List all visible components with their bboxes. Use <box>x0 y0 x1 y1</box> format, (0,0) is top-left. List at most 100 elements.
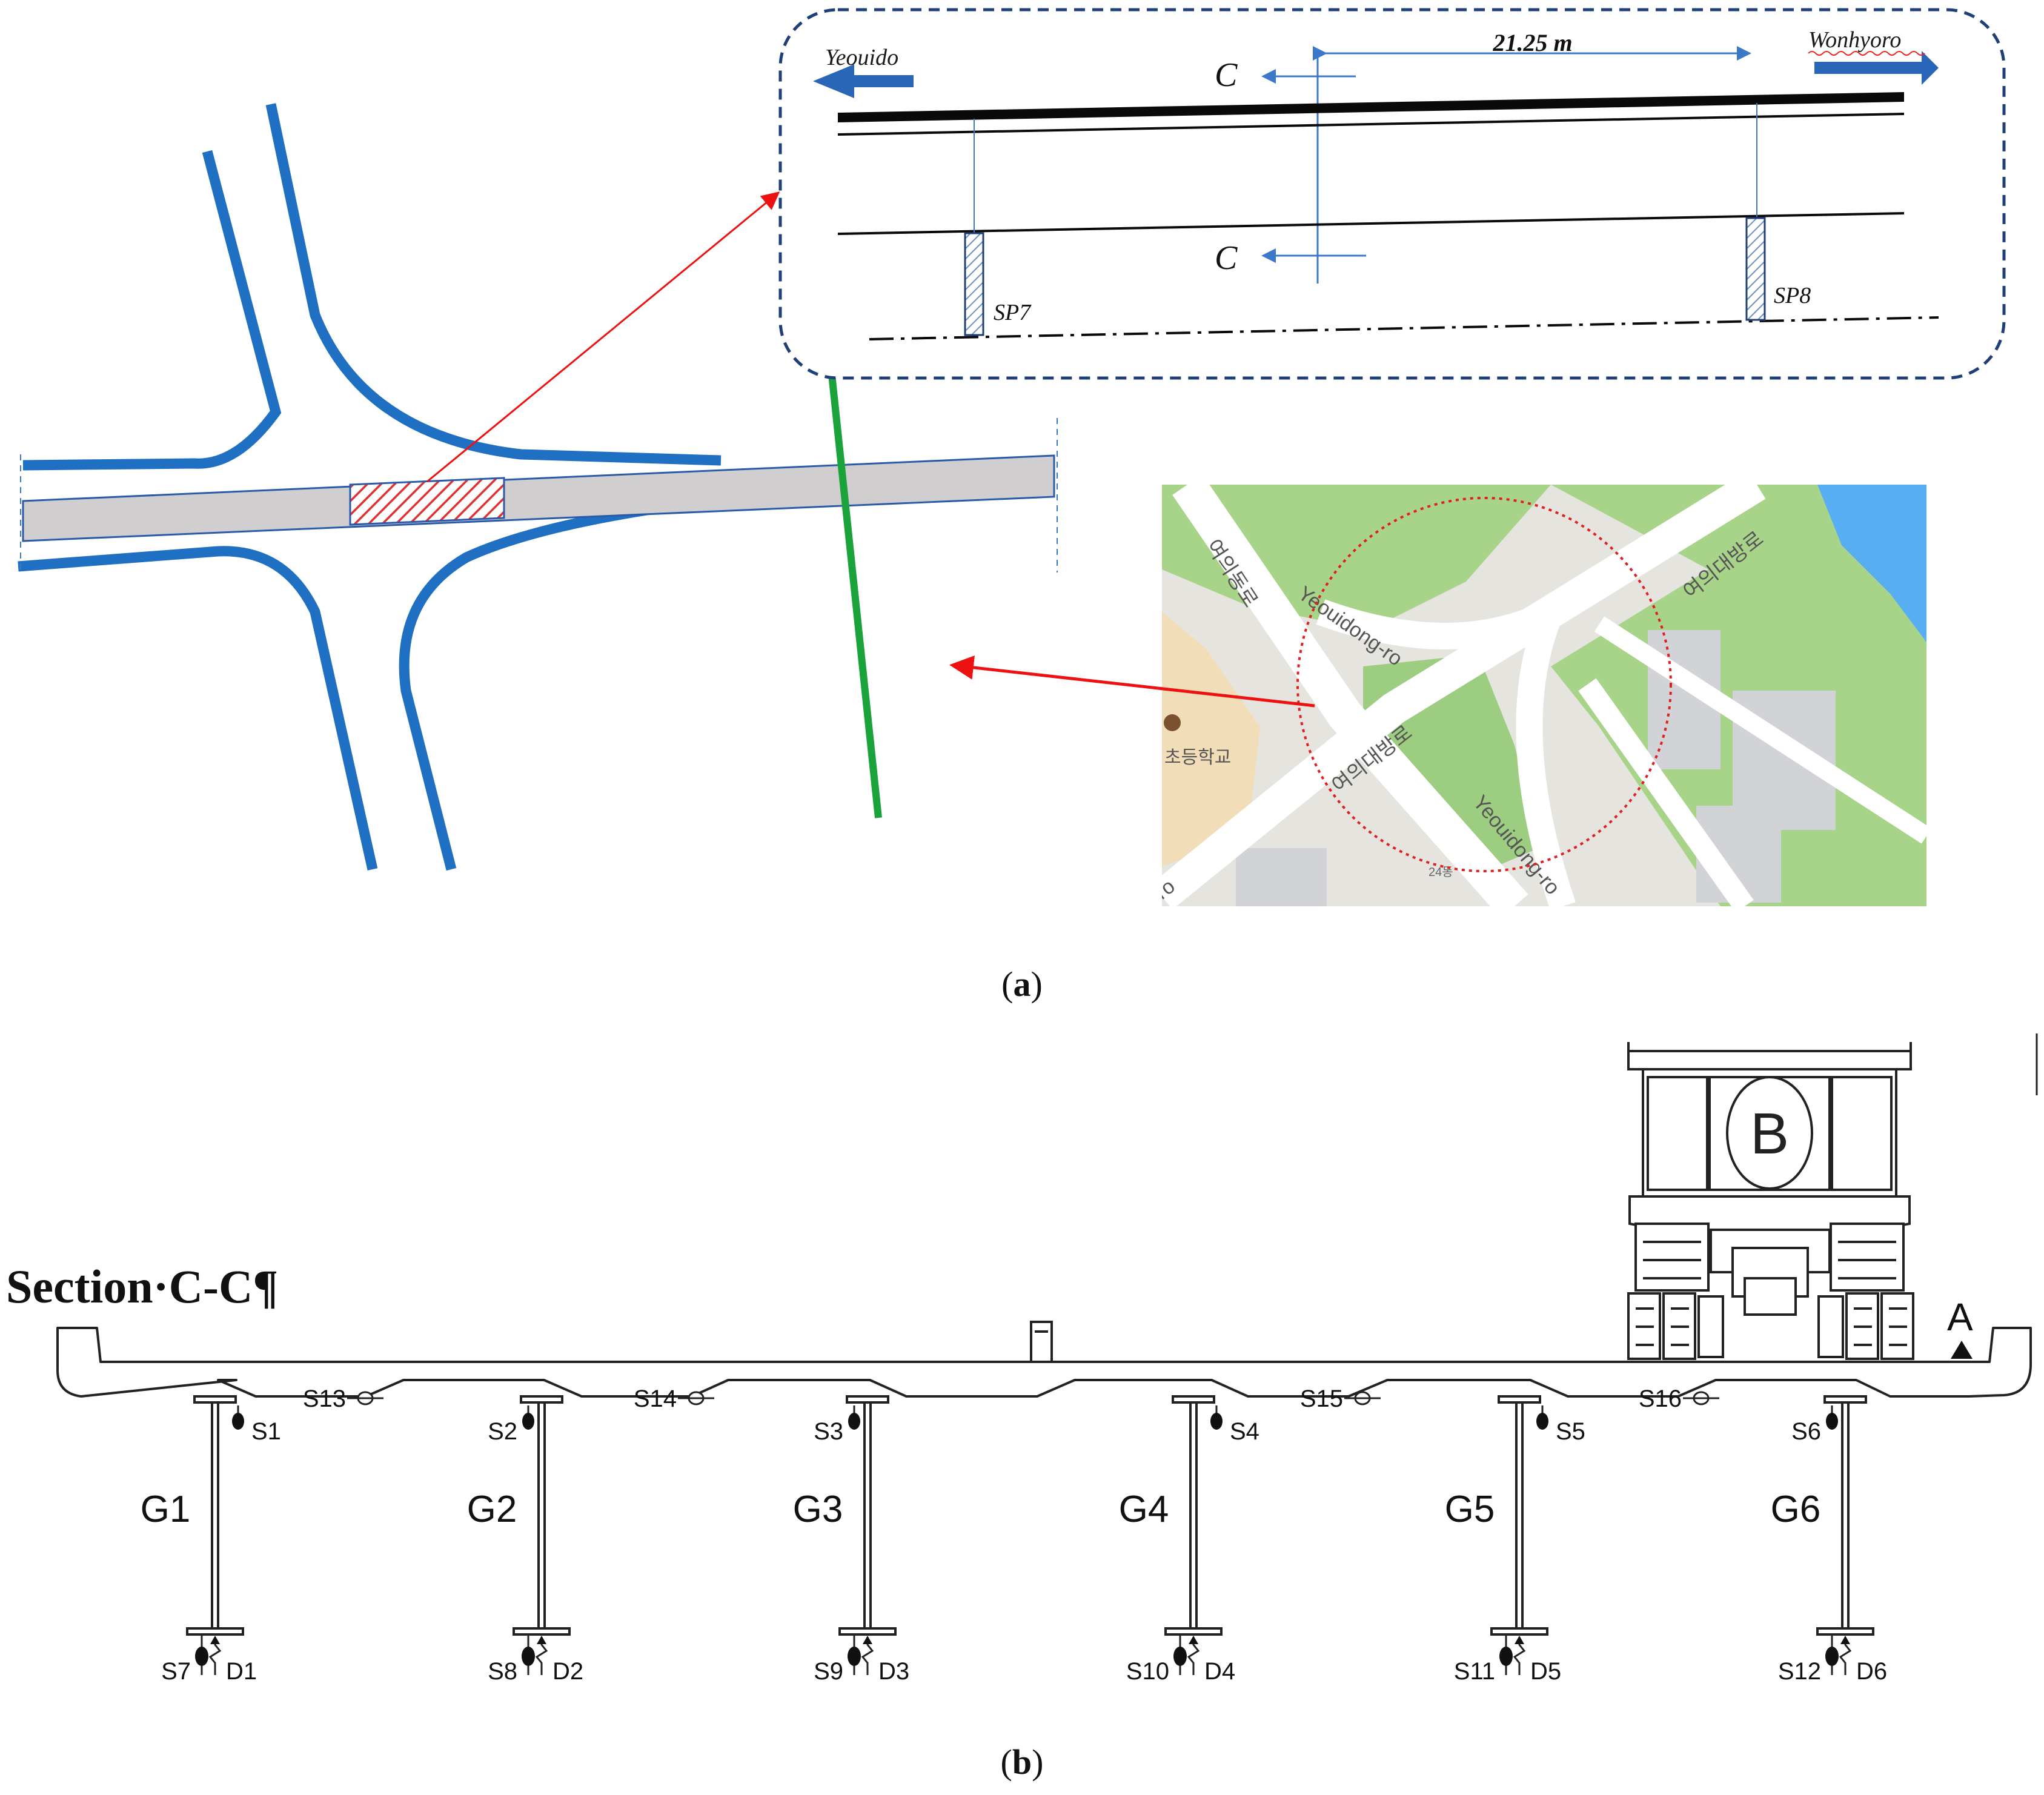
deck-sensor-1: S13 <box>303 1385 383 1412</box>
deck-top-thick <box>838 92 1904 122</box>
girder-label: G2 <box>467 1488 517 1530</box>
map-location-circle <box>1296 497 1672 872</box>
median-barrier <box>1030 1321 1053 1363</box>
top-gauge-marker <box>1536 1413 1548 1430</box>
girder-bottom-flange <box>1164 1627 1223 1636</box>
deck-sensor-label: S14 <box>634 1385 677 1412</box>
road-lower-right <box>399 494 722 871</box>
panel-b: Section·C-C¶ A <box>6 1034 2038 1782</box>
map-building-4 <box>1236 848 1327 906</box>
panel-a: Yeouido Wonhyoro 21.25 m C C <box>18 8 2006 1004</box>
top-sensor-label: S6 <box>1791 1418 1821 1445</box>
section-mark-bottom: C <box>1215 239 1238 277</box>
top-gauge-marker <box>522 1413 534 1430</box>
deck-sensor-label: S16 <box>1639 1385 1682 1412</box>
arrow-yeouido <box>813 64 914 98</box>
deck-sensor-label: S13 <box>303 1385 346 1412</box>
caption-b: (b) <box>1001 1742 1044 1782</box>
girder-label: G5 <box>1445 1488 1495 1530</box>
truck-label-circle <box>1726 1076 1813 1190</box>
top-sensor-label: S5 <box>1556 1418 1585 1445</box>
top-gauge-marker <box>1826 1413 1838 1430</box>
pier-sp7 <box>964 232 984 336</box>
bottom-gauge-marker <box>1499 1647 1513 1666</box>
displacement-label: D4 <box>1204 1658 1235 1685</box>
girder-label: G1 <box>141 1488 191 1530</box>
displacement-gauge-tip <box>863 1636 872 1644</box>
girder-top-flange <box>520 1395 563 1404</box>
deck-sensor-label: S15 <box>1300 1385 1343 1412</box>
road-lower-left <box>18 546 378 871</box>
school-icon <box>1164 714 1181 731</box>
deck-sensor-4: S16 <box>1639 1385 1719 1412</box>
label-yeouido: Yeouido <box>825 45 898 70</box>
arrow-wonhyoro <box>1814 51 1939 85</box>
bottom-sensor-label: S11 <box>1454 1658 1495 1685</box>
truck-vehicle <box>1627 1042 1914 1360</box>
point-a-label: A <box>1947 1295 1973 1339</box>
displacement-gauge-tip <box>537 1636 546 1644</box>
top-sensor-label: S1 <box>251 1418 281 1445</box>
girder-label: G6 <box>1771 1488 1821 1530</box>
deck-top-thin <box>837 113 1905 136</box>
girder-label: G4 <box>1119 1488 1169 1530</box>
girder-top-flange <box>193 1395 237 1404</box>
label-sp8: SP8 <box>1774 283 1811 308</box>
rail-line <box>828 374 882 818</box>
girder-bottom-flange <box>1490 1627 1548 1636</box>
top-gauge-marker <box>848 1413 860 1430</box>
girder-top-flange <box>1172 1395 1215 1404</box>
top-sensor-label: S3 <box>814 1418 843 1445</box>
caption-a: (a) <box>1001 964 1043 1004</box>
spellcheck-underline <box>1808 51 1925 56</box>
displacement-label: D2 <box>552 1658 583 1685</box>
ground-line <box>869 316 1939 340</box>
map-label-school: 초등학교 <box>1164 748 1231 768</box>
displacement-label: D3 <box>878 1658 909 1685</box>
label-sp7: SP7 <box>994 300 1032 325</box>
pointer-to-inset <box>426 191 780 483</box>
monitored-span-highlight <box>349 477 505 526</box>
girder-bottom-flange <box>1816 1627 1874 1636</box>
bottom-gauge-marker <box>1173 1647 1187 1666</box>
displacement-gauge-tip <box>1515 1636 1524 1644</box>
bottom-sensor-label: S12 <box>1778 1658 1821 1685</box>
bottom-gauge-marker <box>522 1647 535 1666</box>
girder-top-flange <box>1823 1395 1867 1404</box>
girder-bottom-flange <box>838 1627 897 1636</box>
span-dimension-label: 21.25 m <box>1492 29 1572 56</box>
map-water <box>1817 485 1926 642</box>
displacement-label: D6 <box>1856 1658 1887 1685</box>
map-school-block <box>1162 612 1260 866</box>
girder-bottom-line <box>837 212 1905 235</box>
top-sensor-label: S2 <box>488 1418 517 1445</box>
map-roads <box>1162 485 1926 906</box>
section-mark-top: C <box>1215 56 1238 94</box>
displacement-gauge-tip <box>1840 1636 1850 1644</box>
displacement-label: D1 <box>226 1658 257 1685</box>
road-upper-right <box>265 103 722 466</box>
bottom-gauge-marker <box>1825 1647 1839 1666</box>
displacement-label: D5 <box>1530 1658 1561 1685</box>
bottom-gauge-marker <box>195 1647 208 1666</box>
displacement-gauge-tip <box>1189 1636 1198 1644</box>
bottom-sensor-label: S8 <box>488 1658 517 1685</box>
girder-top-flange <box>846 1395 889 1404</box>
caption-a-letter: a <box>1014 964 1031 1004</box>
section-title: Section·C-C¶ <box>6 1260 278 1313</box>
elevation-inset: Yeouido Wonhyoro 21.25 m C C <box>778 8 2006 380</box>
location-map: 여의동로 여의대방로 여의대방로 Yeouidong-ro Yeouidong-… <box>1162 485 1926 906</box>
truck-label: B <box>1750 1101 1789 1166</box>
road-upper-left <box>22 150 282 471</box>
deck-sensor-group: S13 S14 S15 S16 <box>303 1385 1719 1412</box>
bottom-sensor-label: S7 <box>161 1658 191 1685</box>
top-sensor-label: S4 <box>1230 1418 1259 1445</box>
pier-sp8 <box>1745 217 1766 321</box>
